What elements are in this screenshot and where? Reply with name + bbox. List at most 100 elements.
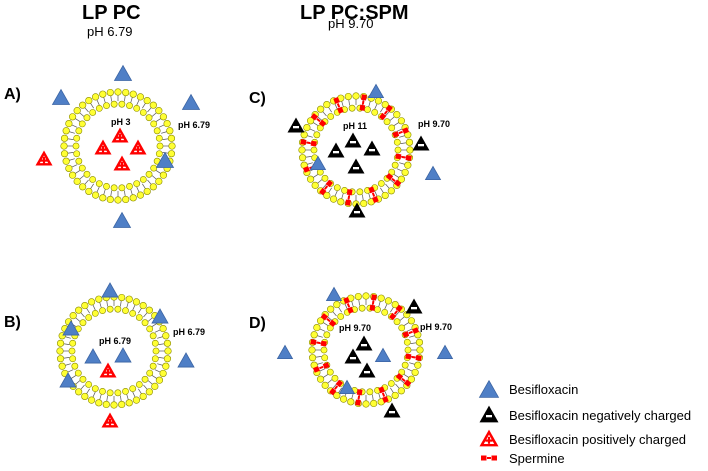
- lipid-head: [155, 107, 163, 115]
- outer-ph-label-d: pH 9.70: [420, 322, 453, 332]
- lipid-head: [83, 170, 91, 178]
- lipid-head: [75, 306, 83, 314]
- lipid-head: [316, 124, 324, 132]
- lipid-head: [407, 375, 416, 383]
- lipid-head: [118, 100, 126, 108]
- panel-label-b: B): [4, 314, 21, 331]
- lipid-head: [65, 164, 73, 173]
- liposome-d: [308, 292, 424, 408]
- besifloxacin-negative-icon: [344, 348, 362, 364]
- spermine-marker: [359, 94, 367, 111]
- column-subtitle-lp-pc-spm: pH 9.70: [328, 16, 374, 31]
- lipid-head: [149, 101, 157, 109]
- lipid-head: [122, 195, 130, 204]
- besifloxacin-positive-icon: [94, 139, 112, 155]
- besifloxacin-positive-icon: [35, 150, 53, 166]
- lipid-head: [114, 389, 122, 397]
- lipid-head: [391, 161, 399, 169]
- liposome-c: [298, 92, 414, 208]
- lipid-head: [79, 183, 87, 191]
- lipid-head: [87, 396, 96, 404]
- besifloxacin-negative-icon: [363, 140, 381, 156]
- lipid-head: [89, 109, 97, 116]
- besifloxacin-neutral-icon: [84, 348, 102, 364]
- lipid-head: [91, 93, 100, 101]
- spermine-marker: [300, 139, 317, 147]
- spermine-marker: [402, 327, 420, 338]
- lipid-head: [150, 120, 158, 128]
- lipid-head: [326, 368, 334, 376]
- spermine-marker: [405, 353, 422, 361]
- lipid-head: [72, 142, 80, 150]
- lipid-head: [156, 142, 164, 150]
- legend-positive-icon: [479, 429, 499, 447]
- lipid-head: [136, 191, 145, 199]
- besifloxacin-positive-icon: [129, 139, 147, 155]
- lipid-head: [129, 385, 137, 392]
- lipid-head: [65, 119, 73, 128]
- lipid-head: [339, 395, 348, 403]
- lipid-head: [397, 117, 406, 125]
- lipid-head: [321, 174, 329, 182]
- lipid-head: [122, 88, 130, 97]
- lipid-head: [79, 101, 87, 109]
- lipid-head: [74, 369, 82, 377]
- lipid-head: [68, 347, 76, 355]
- lipid-head: [329, 195, 338, 203]
- lipid-head: [79, 319, 87, 327]
- lipid-head: [167, 150, 176, 158]
- lipid-head: [141, 319, 149, 327]
- lipid-head: [139, 176, 147, 183]
- lipid-head: [114, 305, 122, 313]
- lipid-head: [146, 325, 154, 333]
- besifloxacin-neutral-icon: [51, 88, 71, 105]
- lipid-head: [308, 346, 316, 354]
- lipid-head: [95, 105, 103, 112]
- lipid-head: [397, 175, 406, 183]
- lipid-head: [377, 180, 385, 187]
- lipid-head: [405, 138, 414, 146]
- lipid-head: [391, 300, 399, 309]
- spermine-marker: [378, 104, 393, 121]
- lipid-head: [149, 183, 157, 191]
- lipid-head: [145, 388, 153, 396]
- besifloxacin-negative-icon: [383, 402, 401, 418]
- lipid-head: [316, 317, 325, 325]
- lipid-head: [99, 194, 107, 202]
- lipid-head: [141, 375, 149, 383]
- lipid-head: [149, 362, 157, 370]
- lipid-head: [151, 382, 159, 390]
- lipid-head: [155, 376, 164, 384]
- panel-label-d: D): [249, 315, 266, 332]
- lipid-head: [300, 131, 308, 139]
- lipid-head: [155, 134, 163, 142]
- lipid-head: [333, 184, 341, 191]
- besifloxacin-neutral-icon: [276, 344, 294, 360]
- lipid-head: [358, 304, 366, 312]
- inner-ph-label-c: pH 11: [343, 121, 368, 131]
- spermine-marker: [343, 296, 354, 314]
- liposome-a: [60, 88, 176, 204]
- inner-ph-label-d: pH 9.70: [339, 323, 372, 333]
- lipid-head: [383, 118, 391, 126]
- lipid-head: [387, 187, 395, 195]
- besifloxacin-negative-icon: [412, 135, 430, 151]
- lipid-head: [393, 318, 401, 326]
- legend-negative-icon: [479, 405, 499, 423]
- lipid-head: [62, 127, 70, 135]
- lipid-head: [403, 338, 411, 346]
- lipid-head: [132, 396, 141, 404]
- lipid-head: [125, 295, 133, 303]
- lipid-head: [354, 292, 362, 301]
- lipid-head: [91, 385, 99, 392]
- legend-spermine-icon: [481, 455, 497, 461]
- lipid-head: [122, 387, 129, 395]
- lipid-head: [78, 120, 86, 128]
- lipid-head: [347, 398, 355, 406]
- lipid-head: [323, 331, 331, 339]
- besifloxacin-neutral-icon: [374, 347, 392, 363]
- lipid-head: [91, 310, 99, 317]
- lipid-head: [85, 96, 93, 105]
- spermine-marker: [345, 189, 353, 206]
